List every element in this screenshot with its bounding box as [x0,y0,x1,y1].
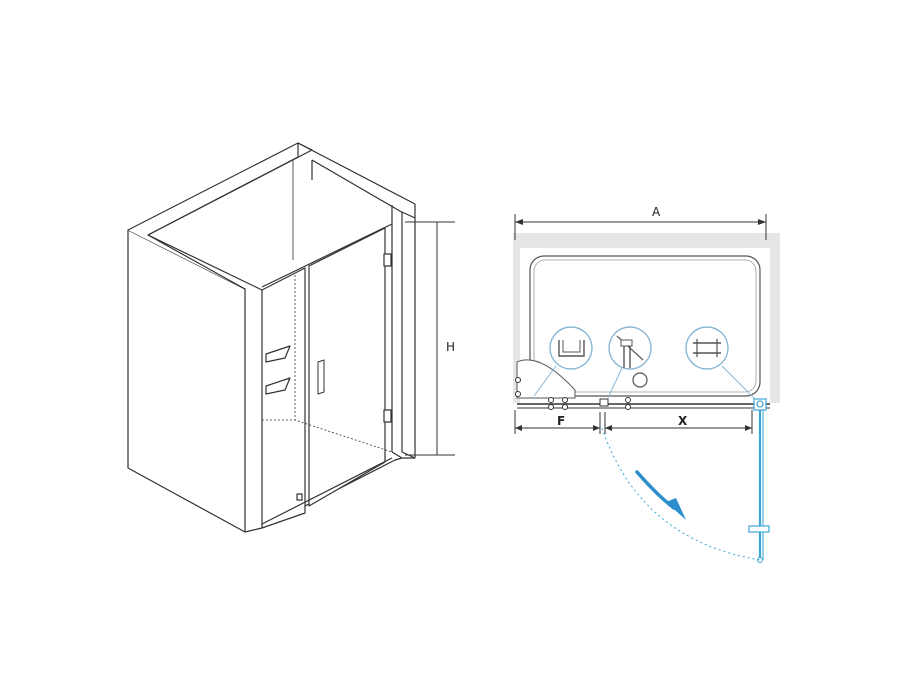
width-dimension: A [514,205,767,240]
door-handle [317,359,325,395]
fixed-glass-panel [261,267,306,529]
back-wall-top [297,142,416,219]
height-label: H [446,340,455,354]
bottom-dimensions: F X [514,410,753,434]
shower-enclosure-3d [127,142,416,533]
drain-icon [632,372,648,388]
wall-profile-detail-icon [533,326,593,397]
corner-shelf-lower [265,377,291,395]
hinge-detail-icon [607,326,652,399]
left-wall [127,229,246,533]
handle-detail-icon [685,326,757,401]
door-opening-label: X [678,414,688,428]
width-label: A [652,205,661,219]
corner-shelf-upper [265,345,291,363]
height-dimension: H [405,221,455,456]
right-wall-pillar [401,211,416,459]
right-hinge-plan [753,398,767,411]
back-wall-inner [147,234,263,291]
hinge-bottom [383,409,392,423]
fixed-panel-label: F [557,414,565,428]
glass-door [308,227,386,507]
shower-tray-plan [513,233,780,563]
hinge-top [383,253,392,267]
floor-pivot [296,493,303,501]
door-swing-arc [601,427,761,561]
door-swing-arrow-icon [635,470,686,520]
